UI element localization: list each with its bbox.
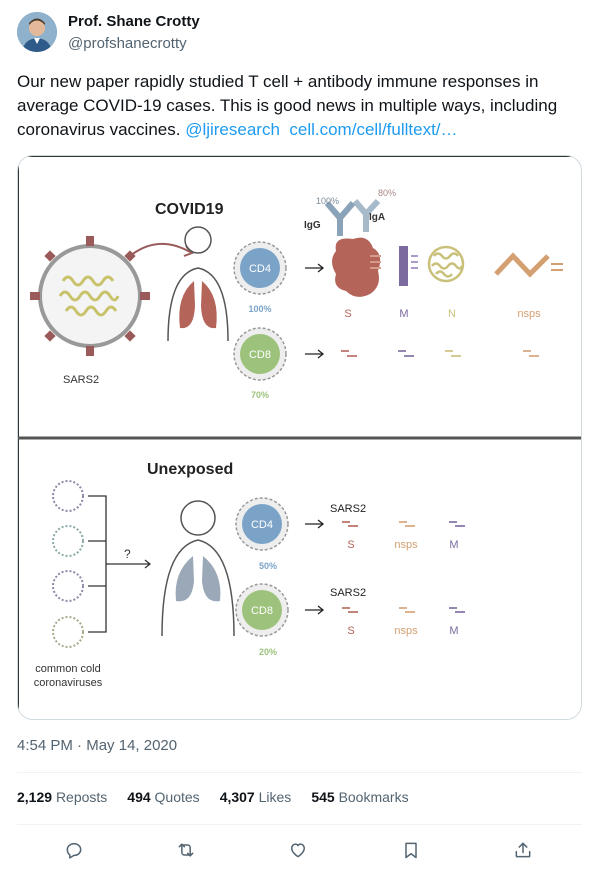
sars2-virus-icon	[30, 236, 150, 356]
protein-label-nsps-top: nsps	[517, 308, 541, 320]
iga-label: IgA	[369, 212, 385, 223]
author-name[interactable]: Prof. Shane Crotty	[68, 13, 200, 30]
engagement-stats: 2,129 Reposts 494 Quotes 4,307 Likes 545…	[17, 789, 409, 811]
cd8-percent: 70%	[251, 390, 269, 400]
reposts-count: 2,129	[17, 789, 53, 805]
mention-link[interactable]: @ljiresearch	[185, 120, 280, 139]
like-button[interactable]	[286, 838, 310, 862]
bookmark-button[interactable]	[399, 838, 423, 862]
cd4-unexposed-arrow	[305, 519, 325, 529]
protein-label-s-top: S	[344, 308, 351, 320]
cd4-cell-icon	[233, 241, 287, 295]
avatar-photo	[17, 12, 57, 52]
pct-100-label: 100%	[316, 196, 339, 206]
unexposed-title: Unexposed	[147, 461, 233, 478]
cd8-unexposed-label: CD8	[251, 605, 273, 617]
cd4-cell-unexposed-icon	[235, 497, 289, 551]
like-icon	[291, 843, 305, 858]
reposts-stat[interactable]: 2,129 Reposts	[17, 789, 107, 811]
protein-label-nsps-cd8: nsps	[394, 625, 418, 637]
bookmarks-label: Bookmarks	[338, 789, 409, 805]
protein-label-n-top: N	[448, 308, 456, 320]
bookmark-icon	[405, 842, 417, 859]
share-icon	[515, 842, 531, 858]
repost-icon	[178, 843, 194, 857]
common-cold-label-2: coronaviruses	[34, 677, 103, 689]
protein-label-nsps-cd4: nsps	[394, 539, 418, 551]
likes-stat[interactable]: 4,307 Likes	[220, 789, 292, 811]
protein-label-s-cd8: S	[347, 625, 354, 637]
m-protein-icon	[399, 246, 418, 286]
cd8-epitope-row	[341, 350, 539, 357]
tweet-date[interactable]: May 14, 2020	[86, 737, 178, 754]
cd4-unexposed-epitope-row	[342, 521, 465, 527]
protein-label-m-cd4: M	[449, 539, 458, 551]
cd4-arrow	[305, 263, 325, 273]
tweet-body: Our new paper rapidly studied T cell + a…	[17, 72, 558, 139]
avatar[interactable]	[17, 12, 57, 52]
url-link[interactable]: cell.com/cell/fulltext/…	[289, 120, 458, 139]
reply-icon	[66, 843, 82, 859]
sars2-target-cd4: SARS2	[330, 503, 366, 515]
pct-80-label: 80%	[378, 188, 396, 198]
cd8-label: CD8	[249, 349, 271, 361]
tweet-media[interactable]: COVID19 SARS2	[17, 155, 582, 720]
sars2-target-cd8: SARS2	[330, 587, 366, 599]
timestamp-separator: ·	[72, 737, 87, 754]
reply-button[interactable]	[62, 838, 86, 862]
reposts-label: Reposts	[55, 789, 108, 805]
share-button[interactable]	[511, 838, 535, 862]
cd4-unexposed-label: CD4	[251, 519, 273, 531]
infection-arrow	[129, 242, 191, 257]
action-bar	[17, 836, 582, 864]
question-mark: ?	[124, 547, 131, 561]
human-lungs-unexposed-icon	[161, 500, 235, 637]
sars2-label: SARS2	[63, 374, 99, 386]
cd8-unexposed-percent: 20%	[259, 647, 277, 657]
cd8-cell-icon	[233, 327, 287, 381]
common-cold-viruses-icon	[52, 480, 84, 648]
bracket-arrow	[88, 495, 152, 633]
repost-button[interactable]	[174, 838, 198, 862]
n-protein-icon	[427, 245, 465, 283]
protein-label-s-cd4: S	[347, 539, 354, 551]
bookmarks-stat[interactable]: 545 Bookmarks	[311, 789, 408, 811]
nsps-icon	[494, 252, 563, 278]
graphical-abstract: COVID19 SARS2	[18, 156, 581, 719]
likes-count: 4,307	[219, 789, 255, 805]
covid19-title: COVID19	[155, 201, 224, 218]
protein-label-m-cd8: M	[449, 625, 458, 637]
tweet-timestamp: 4:54 PM · May 14, 2020	[17, 737, 177, 754]
divider-bottom	[17, 824, 582, 825]
cd8-unexposed-epitope-row	[342, 607, 465, 613]
cd8-unexposed-arrow	[305, 605, 325, 615]
bookmarks-count: 545	[311, 789, 335, 805]
igg-label: IgG	[304, 220, 321, 231]
quotes-count: 494	[127, 789, 151, 805]
common-cold-label-1: common cold	[35, 663, 100, 675]
protein-label-m-top: M	[399, 308, 408, 320]
cd4-unexposed-percent: 50%	[259, 561, 277, 571]
divider-top	[17, 772, 582, 773]
cd4-percent: 100%	[248, 304, 271, 314]
likes-label: Likes	[258, 789, 292, 805]
author-handle[interactable]: @profshanecrotty	[68, 35, 187, 52]
cd8-cell-unexposed-icon	[235, 583, 289, 637]
cd4-label: CD4	[249, 263, 271, 275]
s-protein-icon	[332, 237, 381, 297]
cd8-arrow	[305, 349, 325, 359]
quotes-label: Quotes	[154, 789, 200, 805]
antibody-icon	[324, 198, 381, 236]
tweet-text: Our new paper rapidly studied T cell + a…	[17, 70, 582, 142]
human-lungs-icon	[167, 226, 229, 342]
quotes-stat[interactable]: 494 Quotes	[127, 789, 199, 811]
tweet-time[interactable]: 4:54 PM	[17, 737, 73, 754]
